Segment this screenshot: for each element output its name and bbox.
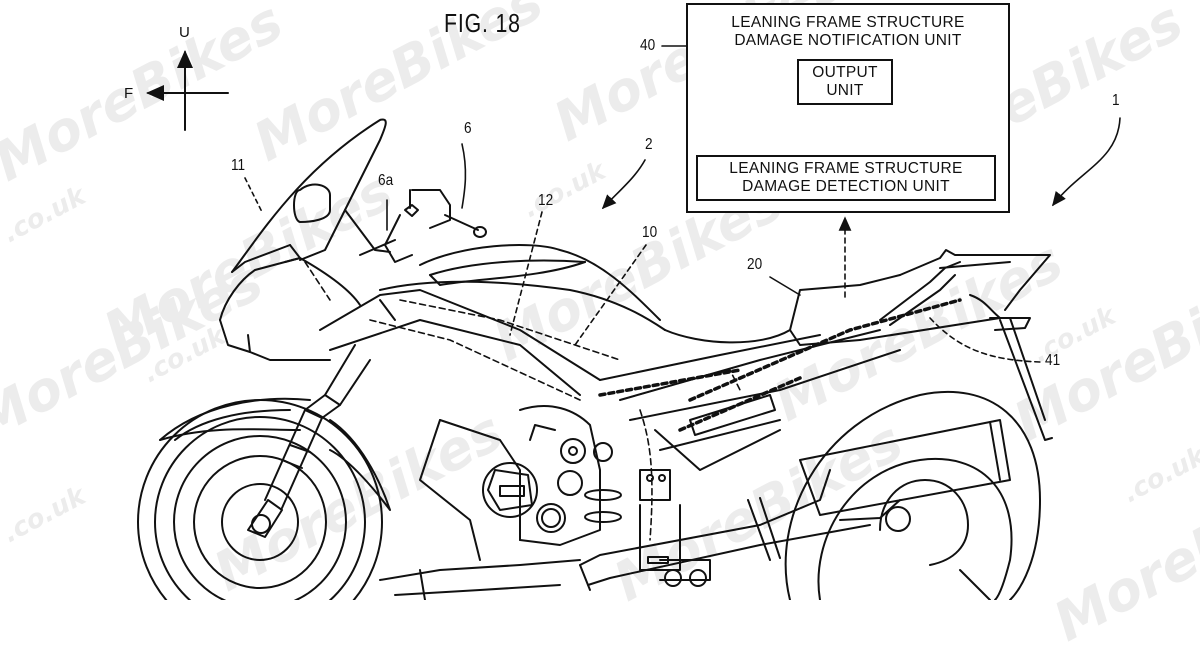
ref-steering: 6 (464, 120, 472, 137)
lower-cowl (379, 419, 581, 600)
ref-front-cowl: 11 (231, 157, 246, 174)
fuel-tank (379, 244, 666, 331)
notification-unit-label-line2: DAMAGE NOTIFICATION UNIT (734, 32, 962, 49)
up-direction-label: U (179, 24, 190, 41)
detection-unit-box: LEANING FRAME STRUCTURE DAMAGE DETECTION… (696, 155, 996, 201)
ref-tank-cover: 12 (538, 192, 554, 209)
ref-sensor-line: 41 (1045, 352, 1061, 369)
output-unit-label-line2: UNIT (826, 82, 864, 99)
frame (319, 289, 901, 471)
detection-unit-label-line2: DAMAGE DETECTION UNIT (742, 178, 950, 195)
engine (482, 405, 681, 571)
ref-body-frame: 2 (645, 136, 653, 153)
figure-title: FIG. 18 (444, 8, 521, 38)
front-fender (159, 397, 391, 511)
direction-indicator (146, 50, 229, 131)
tail-section (859, 249, 1053, 441)
output-unit-label-line1: OUTPUT (812, 64, 878, 81)
exhaust (579, 419, 1011, 591)
motorcycle-drawing (137, 45, 1121, 600)
forward-direction-label: F (124, 85, 134, 102)
output-unit-box: OUTPUT UNIT (797, 59, 893, 105)
front-wheel (137, 399, 383, 600)
hidden-lines (304, 261, 741, 541)
detection-unit-label-line1: LEANING FRAME STRUCTURE (729, 160, 963, 177)
ref-notification-unit: 40 (640, 37, 656, 54)
ref-vehicle: 1 (1112, 92, 1120, 109)
sensor-line (598, 298, 962, 432)
handlebar (359, 189, 487, 263)
ref-seat: 20 (747, 256, 763, 273)
ref-leaning-frame: 10 (642, 224, 658, 241)
vehicle-pointer-arrow (1052, 117, 1121, 207)
seat (664, 274, 901, 346)
rear-wheel (784, 390, 1041, 600)
body-frame-pointer-arrow (601, 159, 646, 210)
front-cowl (219, 118, 391, 361)
front-fork (264, 344, 371, 509)
notification-unit-label-line1: LEANING FRAME STRUCTURE (731, 14, 965, 31)
ref-handle-part: 6a (378, 172, 394, 189)
